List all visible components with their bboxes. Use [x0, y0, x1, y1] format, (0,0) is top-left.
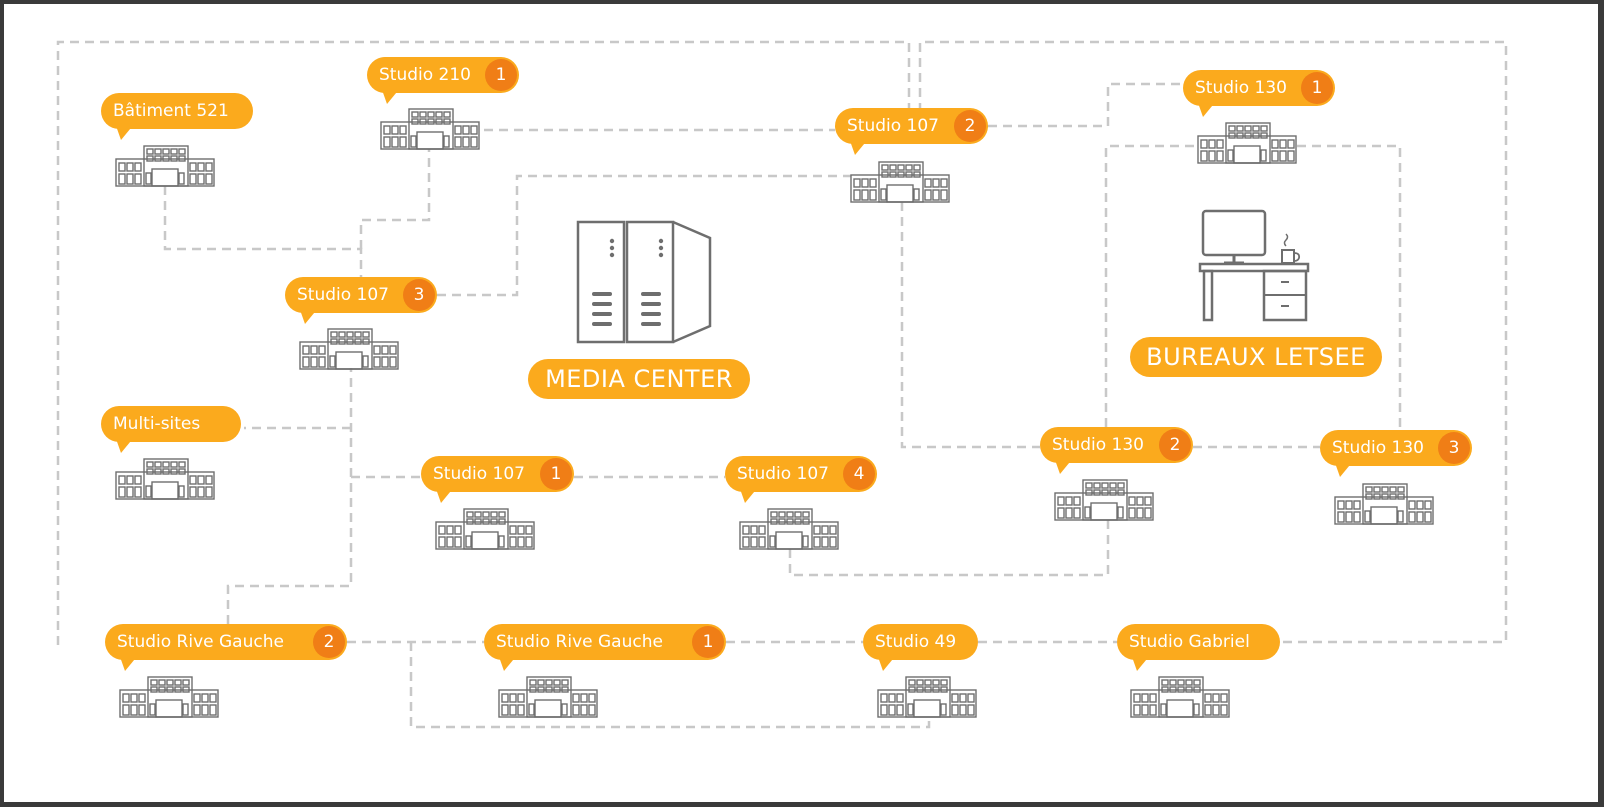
- media-center-label: MEDIA CENTER: [528, 359, 750, 399]
- site-label[interactable]: Studio 107 3: [285, 277, 437, 313]
- site-name: Studio 107: [737, 464, 829, 484]
- site-number-badge: 1: [485, 59, 517, 91]
- site-label[interactable]: Studio 107 4: [725, 456, 877, 492]
- site-number-badge: 3: [403, 279, 435, 311]
- site-label[interactable]: Multi-sites: [101, 406, 241, 442]
- site-label[interactable]: Studio 130 1: [1183, 70, 1335, 106]
- building-icon: [115, 145, 215, 187]
- site-name: Studio 107: [433, 464, 525, 484]
- connection-lines: [56, 40, 1508, 729]
- site-label[interactable]: Studio Gabriel: [1117, 624, 1280, 660]
- building-icon: [115, 458, 215, 500]
- building-icon: [1130, 676, 1230, 718]
- site-label[interactable]: Bâtiment 521: [101, 93, 253, 129]
- building-icon: [850, 161, 950, 203]
- site-name: Studio 130: [1052, 435, 1144, 455]
- connection-line: [988, 82, 1183, 128]
- connection-line: [226, 368, 353, 624]
- site-name: Studio Gabriel: [1129, 632, 1250, 652]
- connection-line: [163, 186, 363, 277]
- site-label[interactable]: Studio Rive Gauche 1: [484, 624, 726, 660]
- site-number-badge: 1: [692, 626, 724, 658]
- building-icon: [1197, 122, 1297, 164]
- connection-line: [437, 174, 851, 297]
- connection-line: [918, 40, 1508, 644]
- server-rack-icon: [576, 220, 712, 344]
- building-icon: [299, 328, 399, 370]
- site-label[interactable]: Studio Rive Gauche 2: [105, 624, 347, 660]
- connection-line: [1104, 144, 1198, 427]
- site-name: Multi-sites: [113, 414, 201, 434]
- network-diagram: [56, 40, 1508, 729]
- site-name: Studio 130: [1332, 438, 1424, 458]
- connection-line: [359, 149, 431, 249]
- site-number-badge: 1: [540, 458, 572, 490]
- site-label[interactable]: Studio 49: [863, 624, 978, 660]
- site-label[interactable]: Studio 107 2: [835, 108, 988, 144]
- site-number-badge: 2: [954, 110, 986, 142]
- site-name: Studio 107: [847, 116, 939, 136]
- site-name: Studio 107: [297, 285, 389, 305]
- bureaux-letsee-label: BUREAUX LETSEE: [1130, 337, 1382, 377]
- site-label[interactable]: Studio 130 3: [1320, 430, 1472, 466]
- site-name: Studio Rive Gauche: [117, 632, 284, 652]
- building-icon: [435, 508, 535, 550]
- site-number-badge: 4: [843, 458, 875, 490]
- building-icon: [1334, 483, 1434, 525]
- site-number-badge: 2: [313, 626, 345, 658]
- site-name: Bâtiment 521: [113, 101, 229, 121]
- site-number-badge: 1: [1301, 72, 1333, 104]
- office-desk-icon: [1198, 209, 1310, 322]
- building-icon: [739, 508, 839, 550]
- site-name: Studio 130: [1195, 78, 1287, 98]
- connection-line: [900, 202, 1040, 449]
- site-name: Studio Rive Gauche: [496, 632, 663, 652]
- building-icon: [380, 108, 480, 150]
- site-name: Studio 49: [875, 632, 957, 652]
- connection-line: [788, 519, 1110, 577]
- building-icon: [877, 676, 977, 718]
- site-label[interactable]: Studio 130 2: [1040, 427, 1193, 463]
- building-icon: [1054, 479, 1154, 521]
- building-icon: [119, 676, 219, 718]
- connection-line: [1297, 144, 1402, 430]
- site-number-badge: 2: [1159, 429, 1191, 461]
- site-name: Studio 210: [379, 65, 471, 85]
- site-number-badge: 3: [1438, 432, 1470, 464]
- connection-line: [56, 40, 911, 645]
- network-canvas: MEDIA CENTER BUREAUX LETSEE Bâtiment 521…: [4, 4, 1598, 802]
- site-label[interactable]: Studio 107 1: [421, 456, 574, 492]
- connection-line: [409, 642, 931, 729]
- site-label[interactable]: Studio 210 1: [367, 57, 519, 93]
- building-icon: [498, 676, 598, 718]
